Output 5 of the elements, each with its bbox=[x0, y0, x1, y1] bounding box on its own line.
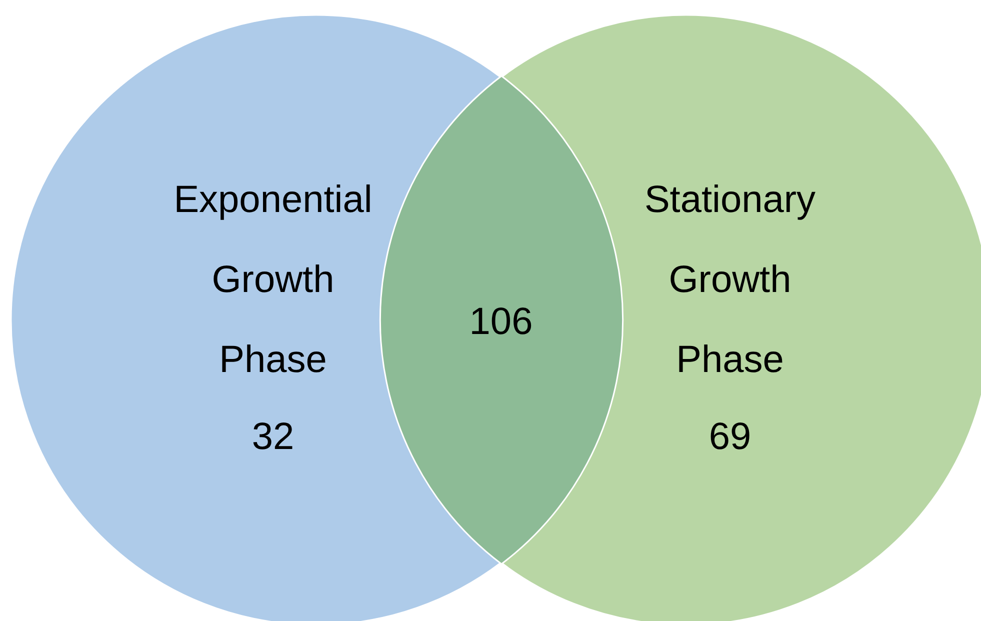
set-label: Exponential Growth Phase bbox=[172, 178, 374, 383]
count-value: 69 bbox=[708, 415, 752, 460]
set-label: Stationary Growth Phase bbox=[643, 178, 817, 383]
count-value: 106 bbox=[468, 300, 534, 345]
count-value: 32 bbox=[250, 415, 296, 460]
